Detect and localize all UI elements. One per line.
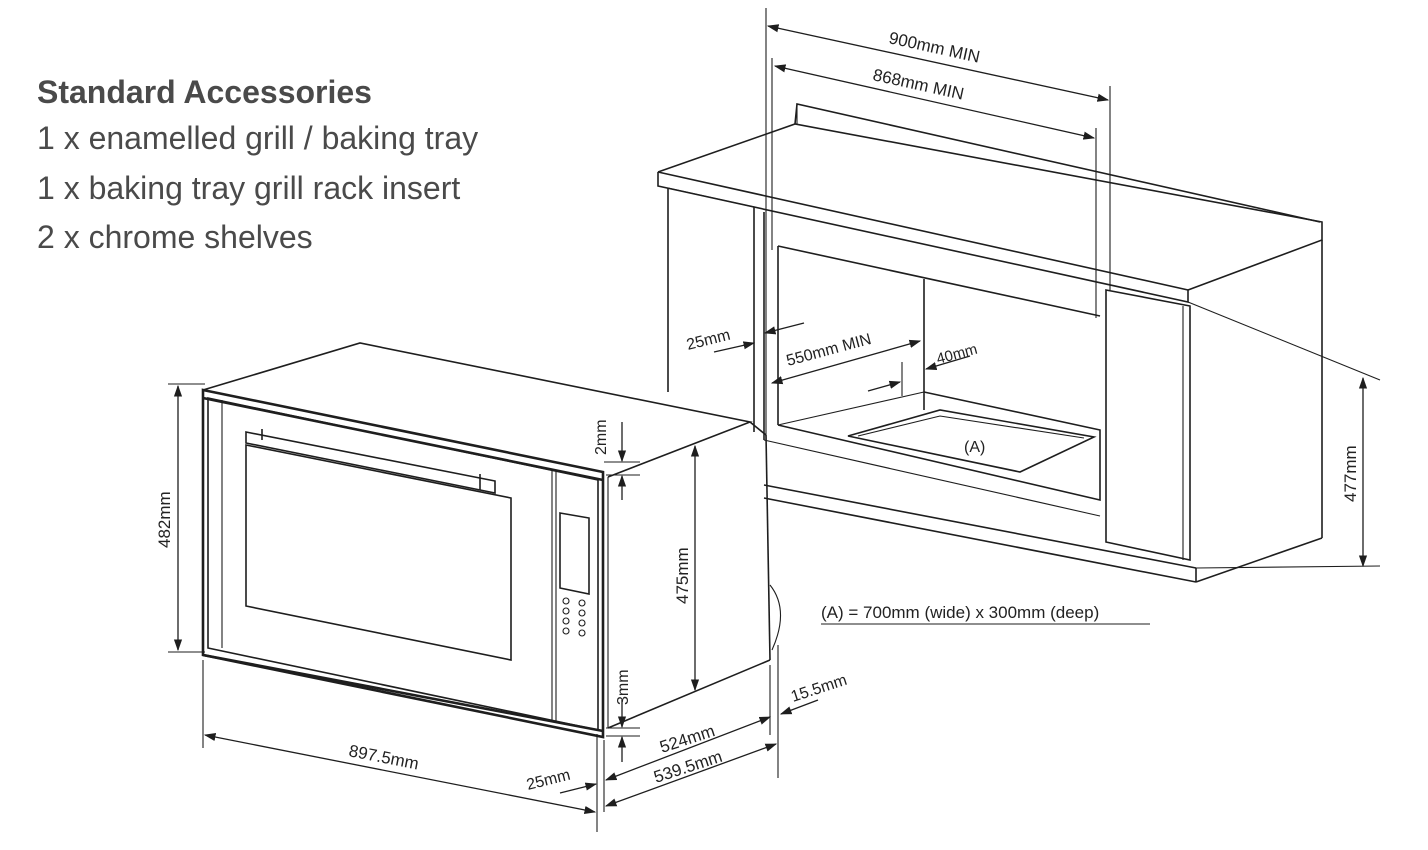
dim-477mm: 477mm — [1341, 445, 1360, 502]
dim-2mm: 2mm — [593, 419, 610, 455]
dim-3mm: 3mm — [615, 669, 632, 705]
accessories-title: Standard Accessories — [37, 74, 372, 110]
standard-accessories: Standard Accessories 1 x enamelled grill… — [37, 70, 478, 263]
accessory-item: 2 x chrome shelves — [37, 219, 313, 255]
cutout-note: (A) = 700mm (wide) x 300mm (deep) — [821, 603, 1099, 622]
cabinet-drawing: (A) 900mm MIN 868mm MIN 25mm 550mm MIN — [657, 8, 1381, 625]
dim-900mm: 900mm MIN — [887, 28, 982, 66]
dim-550mm: 550mm MIN — [785, 331, 874, 370]
dim-25mm-door: 25mm — [525, 767, 572, 794]
oven-drawing: 482mm 2mm 475mm 3mm 897.5mm 25mm 524mm 5… — [155, 342, 849, 832]
dim-40mm: 40mm — [935, 341, 980, 368]
dim-475mm: 475mm — [673, 547, 692, 604]
accessory-item: 1 x enamelled grill / baking tray — [37, 120, 479, 156]
cutout-label: (A) — [964, 439, 985, 456]
accessory-item: 1 x baking tray grill rack insert — [37, 169, 461, 206]
dim-897-5mm: 897.5mm — [347, 741, 420, 773]
dim-15-5mm: 15.5mm — [789, 672, 849, 706]
dim-482mm: 482mm — [155, 491, 174, 548]
